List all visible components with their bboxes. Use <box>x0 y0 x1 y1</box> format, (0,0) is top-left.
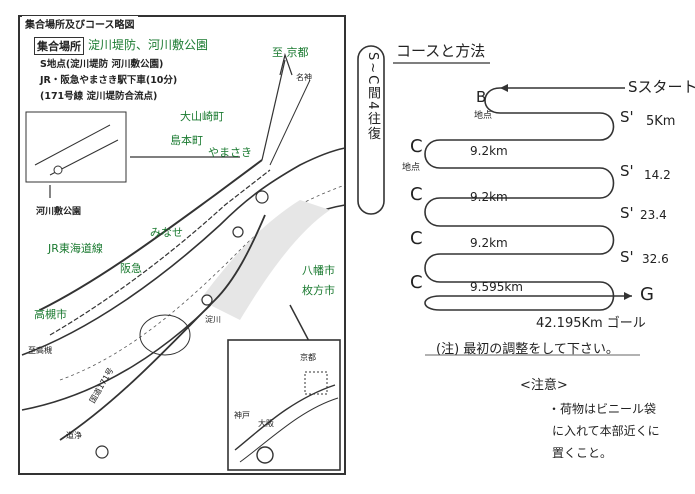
s-value-1: 5Km <box>646 114 676 129</box>
s-value-2: 14.2 <box>644 168 671 182</box>
oyamazaki-label: 大山崎町 <box>180 110 224 123</box>
access-label: JR・阪急やまさき駅下車(10分) <box>40 75 178 86</box>
station-marker-park <box>201 294 213 306</box>
route171-label: (171号線 淀川堤防合流点) <box>40 91 158 102</box>
meeting-place: 淀川堤防、河川敷公園 <box>88 38 209 52</box>
local-inset-box <box>25 111 127 183</box>
yodogawa-label: 淀川 <box>205 315 221 324</box>
b-point-note: 地点 <box>474 111 493 121</box>
c-mark-2: C <box>410 184 423 205</box>
caution-line-2: に入れて本部近くに <box>552 424 660 438</box>
road-to-kyoto <box>261 59 286 161</box>
hankyu-label: 阪急 <box>120 262 142 275</box>
jr-line <box>39 159 263 311</box>
start-label: Sスタート <box>628 78 695 96</box>
to-kyoto-label: 至 京都 <box>272 46 309 59</box>
lap-4 <box>424 253 615 311</box>
course-title: コースと方法 <box>396 42 486 60</box>
shimamoto-label: 島本町 <box>170 134 203 147</box>
note-text: (注) 最初の調整をして下さい。 <box>436 342 619 357</box>
course-map <box>18 15 346 475</box>
caution-title: <注意> <box>520 378 568 393</box>
yamasaki-label: やまさき <box>208 146 252 159</box>
hankyu-line <box>49 169 271 336</box>
yawata-label: 八幡市 <box>302 264 335 277</box>
s-mark-1: S' <box>620 108 634 126</box>
park-pond <box>139 314 191 356</box>
takatsuki-label: 高槻市 <box>34 308 67 321</box>
s-mark-4: S' <box>620 248 634 266</box>
caution-line-3: 置くこと。 <box>552 446 613 460</box>
leg-value-3: 9.2km <box>470 236 508 250</box>
inset-kobe-label: 神戸 <box>234 411 250 420</box>
c-mark-4: C <box>410 272 423 293</box>
s-point-marker <box>255 190 269 204</box>
caution-line-1: ・荷物はビニール袋 <box>548 402 657 416</box>
river-bank-north <box>21 147 346 356</box>
lap-3 <box>424 197 615 255</box>
inset-map-box <box>227 339 341 471</box>
dojou-label: 道浄 <box>66 431 82 440</box>
inset-osaka-label: 大阪 <box>258 419 274 428</box>
meeting-label: 集合場所 <box>34 37 84 55</box>
leg-value-1: 9.2km <box>470 144 508 158</box>
c-point-note: 地点 <box>402 163 421 173</box>
s-mark-2: S' <box>620 162 634 180</box>
station-marker-minase <box>232 226 244 238</box>
s-value-4: 32.6 <box>642 252 669 266</box>
map-title: 集合場所及びコース略図 <box>22 16 138 31</box>
meishin-label: 名神 <box>296 73 312 82</box>
dojou-marker <box>95 445 109 459</box>
kasenjiki-park-label: 河川敷公園 <box>36 207 82 217</box>
kousoku-label: 至高槻 <box>28 346 52 355</box>
lap-2 <box>424 139 615 199</box>
riverbed-area <box>200 200 330 320</box>
vertical-note: S~C間4往復 <box>365 52 380 142</box>
inset-kyoto-label: 京都 <box>300 353 316 362</box>
c-mark-3: C <box>410 228 423 249</box>
b-point-label: B <box>476 88 487 106</box>
s-point-label: S地点(淀川堤防 河川敷公園) <box>40 59 164 70</box>
jr-tokaido-label: JR東海道線 <box>48 242 103 255</box>
goal-label: G <box>640 284 654 305</box>
leg-value-2: 9.2km <box>470 190 508 204</box>
s-mark-3: S' <box>620 204 634 222</box>
lap-1 <box>440 87 615 141</box>
leg-value-4: 9.595km <box>470 280 523 294</box>
road-meishin <box>269 79 311 166</box>
total-distance: 42.195Km ゴール <box>536 316 646 331</box>
c-mark-1: C <box>410 136 423 157</box>
arrow-kyoto <box>279 52 293 76</box>
vertical-note-oval <box>357 45 385 215</box>
hirakata-label: 枚方市 <box>302 284 335 297</box>
lap-final <box>424 295 632 311</box>
minase-label: みなせ <box>150 226 183 239</box>
s-value-3: 23.4 <box>640 208 667 222</box>
route-171 <box>59 214 266 441</box>
